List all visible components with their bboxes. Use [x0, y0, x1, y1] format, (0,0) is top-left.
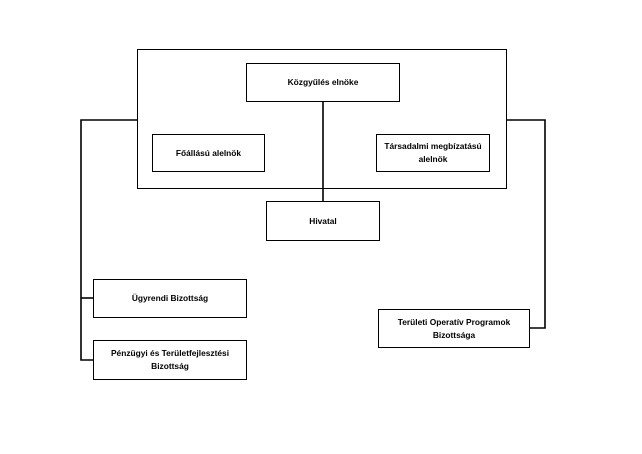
node-fulltime-vice-president-label: Főállású alelnök [175, 147, 242, 158]
connector-to-top-committee [507, 119, 546, 329]
node-office: Hivatal [266, 201, 380, 241]
connector-to-left-committees [80, 119, 137, 361]
node-president: Közgyűlés elnöke [246, 63, 400, 102]
node-office-label: Hivatal [309, 215, 337, 226]
node-rules-committee-label: Ügyrendi Bizottság [131, 293, 209, 304]
node-social-vice-president: Társadalmi megbízatású alelnök [376, 134, 490, 172]
node-president-label: Közgyűlés elnöke [287, 77, 359, 88]
leadership-group-frame [137, 49, 507, 189]
node-social-vice-president-label: Társadalmi megbízatású alelnök [384, 141, 482, 164]
node-top-committee: Területi Operatív Programok Bizottsága [378, 309, 530, 348]
node-fulltime-vice-president: Főállású alelnök [152, 134, 265, 172]
node-finance-committee-label: Pénzügyi és Területfejlesztési Bizottság [110, 348, 230, 371]
node-top-committee-label: Területi Operatív Programok Bizottsága [397, 316, 511, 340]
node-rules-committee: Ügyrendi Bizottság [93, 279, 247, 318]
node-finance-committee: Pénzügyi és Területfejlesztési Bizottság [93, 340, 247, 380]
